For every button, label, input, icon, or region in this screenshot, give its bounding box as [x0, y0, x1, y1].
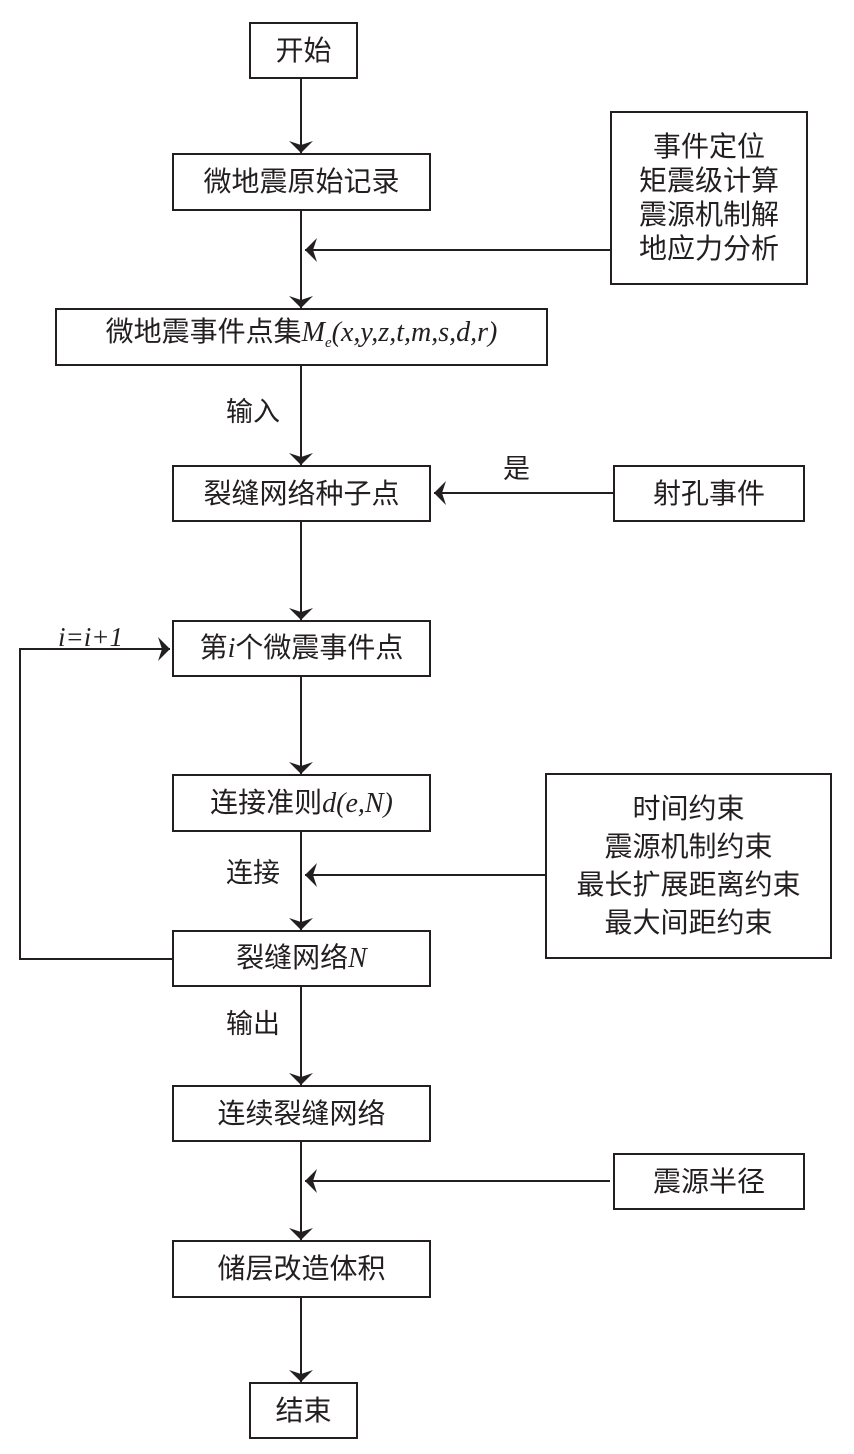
ith-suffix: 个微震事件点 [235, 631, 404, 664]
ith-prefix: 第 [199, 631, 228, 664]
ith-var: i [227, 633, 236, 664]
criterion-node: 连接准则d(e,N) [172, 774, 431, 832]
continuous-network-label: 连续裂缝网络 [217, 1096, 386, 1130]
srv-label: 储层改造体积 [217, 1252, 386, 1285]
event-set-node: 微地震事件点集Me(x,y,z,t,m,s,d,r) [55, 308, 548, 366]
end-node: 结束 [249, 1382, 358, 1439]
event-set-subscript: e [325, 334, 332, 351]
constraint-item: 最大间距约束 [604, 906, 773, 939]
processing-item: 地应力分析 [638, 232, 779, 265]
constraint-item: 时间约束 [632, 792, 745, 825]
end-label: 结束 [275, 1393, 332, 1427]
event-set-args: (x,y,z,t,m,s,d,r) [331, 316, 498, 348]
seed-node: 裂缝网络种子点 [172, 465, 431, 522]
constraint-item: 震源机制约束 [604, 830, 773, 863]
arrow-loop-back [19, 637, 173, 960]
perforation-label: 射孔事件 [652, 476, 765, 510]
criterion-expr: d(e,N) [322, 787, 393, 819]
network-prefix: 裂缝网络 [236, 941, 349, 974]
raw-record-label: 微地震原始记录 [203, 165, 400, 198]
processing-item: 震源机制解 [638, 198, 779, 231]
event-set-prefix: 微地震事件点集 [105, 314, 302, 348]
yes-label: 是 [503, 454, 530, 485]
ith-event-node: 第i个微震事件点 [172, 620, 431, 677]
loop-expression: i=i+1 [58, 622, 123, 652]
constraints-node: 时间约束 震源机制约束 最长扩展距离约束 最大间距约束 [545, 773, 832, 959]
continuous-network-node: 连续裂缝网络 [172, 1085, 431, 1142]
raw-record-node: 微地震原始记录 [172, 153, 431, 211]
seed-label: 裂缝网络种子点 [203, 476, 400, 510]
output-label: 输出 [226, 1009, 280, 1040]
source-radius-node: 震源半径 [613, 1153, 805, 1210]
constraint-item: 最长扩展距离约束 [576, 868, 801, 901]
source-radius-label: 震源半径 [652, 1164, 765, 1198]
processing-item: 事件定位 [652, 130, 765, 163]
perforation-node: 射孔事件 [613, 465, 805, 522]
processing-item: 矩震级计算 [638, 164, 779, 197]
connect-label: 连接 [226, 858, 280, 889]
start-node: 开始 [249, 22, 358, 79]
processing-node: 事件定位 矩震级计算 震源机制解 地应力分析 [610, 111, 808, 285]
network-node: 裂缝网络N [172, 930, 431, 987]
criterion-prefix: 连接准则 [210, 785, 323, 819]
event-set-symbol: M [301, 316, 325, 348]
srv-node: 储层改造体积 [172, 1240, 431, 1298]
start-label: 开始 [275, 33, 332, 67]
input-label: 输入 [226, 397, 280, 428]
network-var: N [348, 943, 367, 974]
loop-label: i=i+1 [58, 622, 123, 653]
